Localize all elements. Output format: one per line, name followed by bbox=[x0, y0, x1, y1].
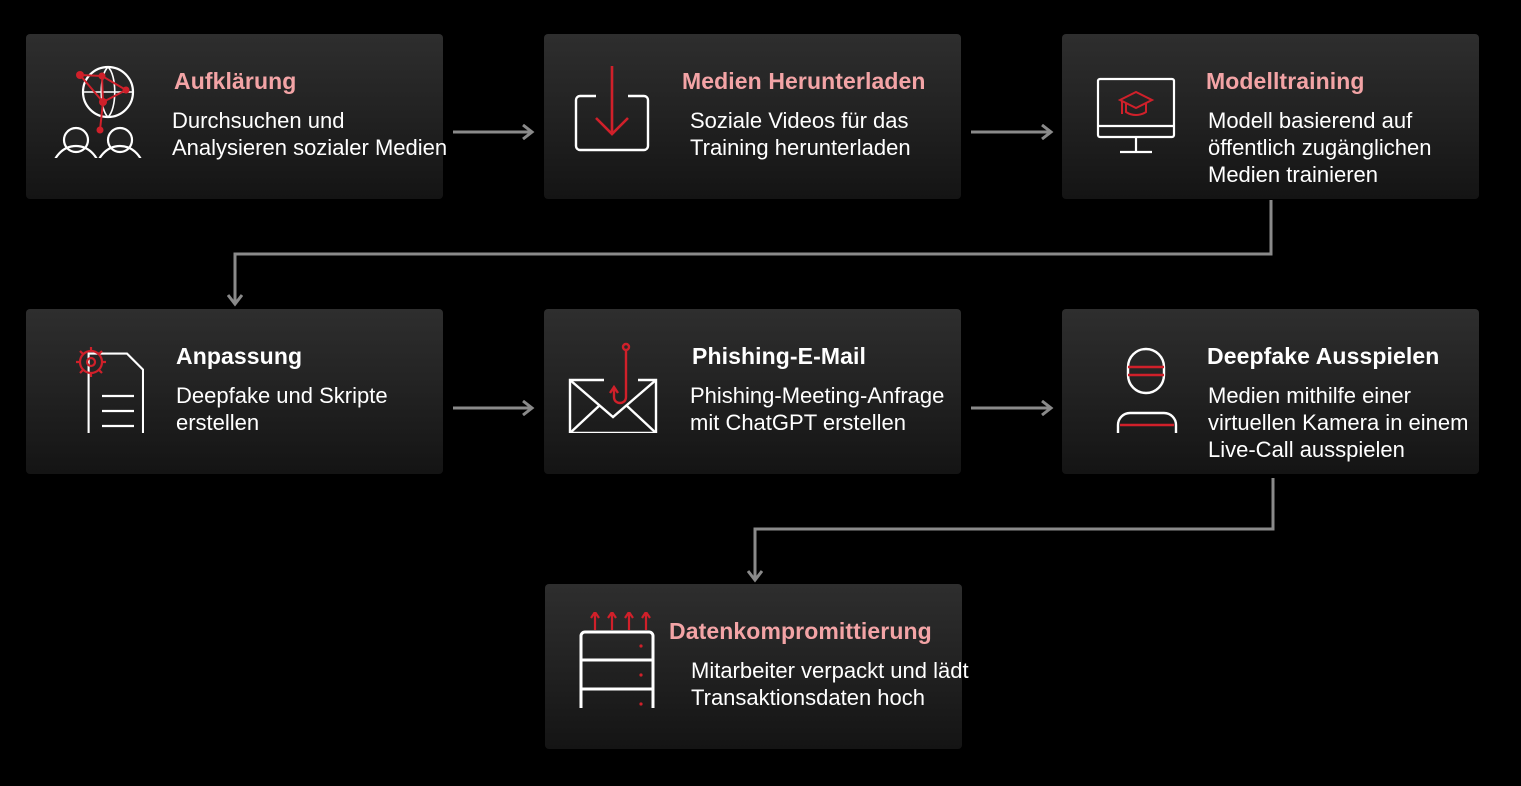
monitor-graduation-cap-icon bbox=[1096, 77, 1176, 154]
step-card-aufklaerung: Aufklärung Durchsuchen und Analysieren s… bbox=[26, 34, 447, 199]
step-card-anpassung: Anpassung Deepfake und Skripte erstellen bbox=[26, 309, 443, 474]
step-title: Medien Herunterladen bbox=[682, 68, 926, 94]
step-description: Soziale Videos für das Training herunter… bbox=[690, 108, 911, 160]
step-description: Medien mithilfe einer virtuellen Kamera … bbox=[1208, 383, 1469, 462]
step-card-medien-herunterladen: Medien Herunterladen Soziale Videos für … bbox=[544, 34, 961, 199]
step-title: Anpassung bbox=[176, 343, 303, 369]
step-title: Datenkompromittierung bbox=[669, 618, 932, 644]
arrow-step6-to-step7 bbox=[755, 478, 1275, 580]
step-description: Deepfake und Skripte erstellen bbox=[176, 383, 388, 435]
step-card-deepfake-ausspielen: Deepfake Ausspielen Medien mithilfe eine… bbox=[1062, 309, 1479, 474]
gear-document-icon bbox=[76, 347, 144, 433]
step-title: Modelltraining bbox=[1206, 68, 1365, 94]
step-card-datenkompromittierung: Datenkompromittierung Mitarbeiter verpac… bbox=[545, 584, 969, 749]
step-description: Modell basierend auf öffentlich zugängli… bbox=[1208, 108, 1432, 187]
step-description: Durchsuchen und Analysieren sozialer Med… bbox=[172, 108, 448, 160]
step-title: Deepfake Ausspielen bbox=[1207, 343, 1440, 369]
step-title: Phishing-E-Mail bbox=[692, 343, 866, 369]
download-icon bbox=[574, 66, 650, 152]
step-card-phishing-email: Phishing-E-Mail Phishing-Meeting-Anfrage… bbox=[544, 309, 961, 474]
server-upload-icon bbox=[579, 612, 655, 708]
masked-person-icon bbox=[1116, 347, 1178, 433]
step-title: Aufklärung bbox=[174, 68, 297, 94]
step-description: Mitarbeiter verpackt und lädt Transaktio… bbox=[691, 658, 969, 710]
network-users-icon bbox=[54, 65, 142, 158]
step-description: Phishing-Meeting-Anfrage mit ChatGPT ers… bbox=[690, 383, 945, 435]
phishing-envelope-icon bbox=[568, 342, 658, 433]
step-card-modelltraining: Modelltraining Modell basierend auf öffe… bbox=[1062, 34, 1479, 199]
arrow-step3-to-step4 bbox=[235, 200, 1273, 304]
